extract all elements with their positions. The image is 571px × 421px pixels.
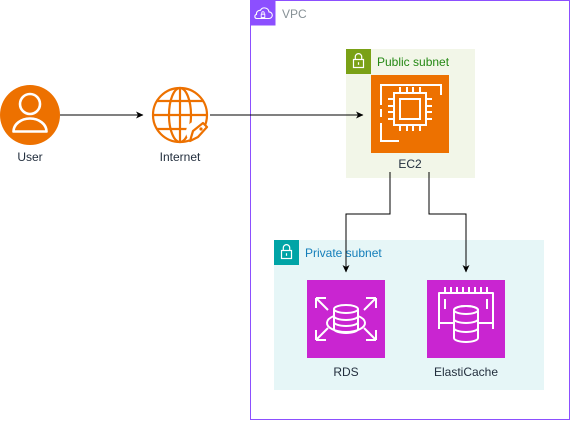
vpc-icon [250,0,276,26]
vpc-border [250,0,570,420]
private-subnet-lock-icon [274,240,299,265]
public-subnet-lock-icon [346,49,371,74]
public-subnet-label: Public subnet [377,55,450,69]
ec2-label: EC2 [398,157,422,171]
elasticache-label: ElastiCache [433,365,499,379]
elasticache-icon[interactable] [427,280,505,358]
internet-globe-icon[interactable] [151,86,209,144]
rds-database-icon[interactable] [307,280,385,358]
edge-ec2-rds [342,172,391,273]
user-label: User [17,150,43,164]
vpc-group [250,0,570,420]
edge-ec2-elasticache [428,172,470,273]
connectors [60,111,470,273]
ec2-instance-icon[interactable] [371,75,449,153]
user-icon[interactable] [0,85,60,145]
rds-label: RDS [333,365,359,379]
internet-label: Internet [159,150,201,164]
private-subnet-label: Private subnet [305,246,382,260]
vpc-label: VPC [282,7,307,21]
